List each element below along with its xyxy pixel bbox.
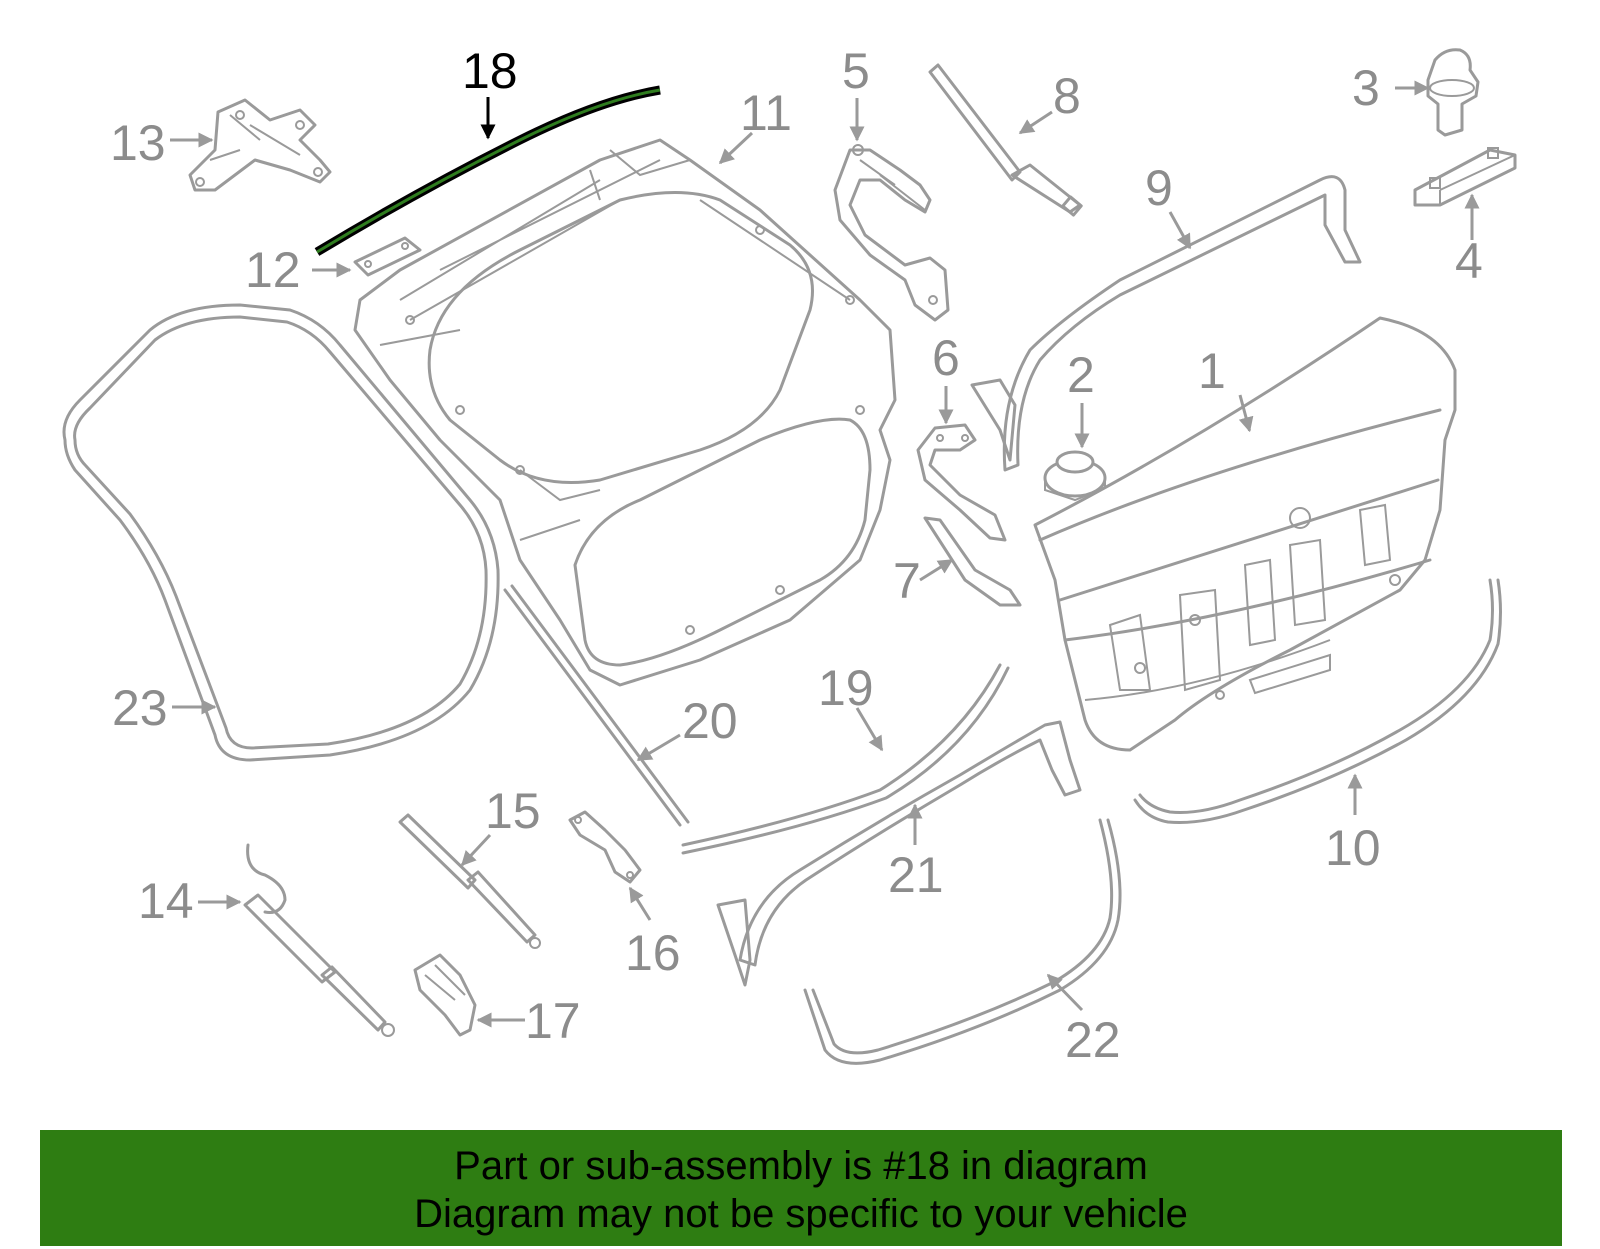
label-17: 17: [525, 993, 581, 1049]
part-8-strut[interactable]: [928, 63, 1083, 217]
part-17-cover[interactable]: [413, 953, 477, 1037]
label-10: 10: [1325, 820, 1381, 876]
label-9: 9: [1145, 160, 1173, 216]
banner-line-part: Part or sub-assembly is #18 in diagram: [454, 1144, 1148, 1188]
part-5-hinge-arm[interactable]: [833, 144, 950, 322]
part-20-side-strip[interactable]: [503, 584, 690, 827]
label-4: 4: [1455, 233, 1483, 289]
label-21: 21: [888, 847, 944, 903]
part-15-strut[interactable]: [398, 813, 541, 949]
part-3-clip[interactable]: [1426, 48, 1480, 137]
label-7: 7: [893, 553, 921, 609]
label-14: 14: [138, 873, 194, 929]
label-2: 2: [1067, 347, 1095, 403]
callout-labels: 1 2 3 4 5 6 7 8 9 10 11 12 13 14 15 16 1…: [110, 43, 1483, 1068]
part-13-hinge[interactable]: [188, 98, 332, 192]
part-9-side-seal[interactable]: [970, 175, 1362, 472]
label-19: 19: [818, 660, 874, 716]
part-16-bracket[interactable]: [568, 810, 642, 884]
part-10-lower-seal[interactable]: [1133, 578, 1502, 824]
part-19-trim-strip[interactable]: [681, 663, 1010, 855]
info-banner: Part or sub-assembly is #18 in diagram D…: [40, 1130, 1562, 1246]
part-1-liftgate-panel[interactable]: [1033, 316, 1457, 752]
part-6-bracket[interactable]: [916, 423, 1007, 542]
label-16: 16: [625, 925, 681, 981]
banner-line-disclaimer: Diagram may not be specific to your vehi…: [414, 1192, 1188, 1236]
part-11-liftgate-frame[interactable]: [353, 138, 897, 687]
leader-lines: [170, 80, 1480, 1028]
label-8: 8: [1053, 68, 1081, 124]
label-1: 1: [1198, 343, 1226, 399]
part-18-upper-seal-highlighted[interactable]: [314, 85, 661, 256]
label-20: 20: [682, 693, 738, 749]
part-12-plate[interactable]: [353, 236, 422, 277]
label-22: 22: [1065, 1012, 1121, 1068]
part-23-rear-glass[interactable]: [62, 303, 500, 762]
part-7-trim[interactable]: [923, 516, 1022, 607]
part-14-power-strut[interactable]: [243, 843, 395, 1037]
part-2-motor[interactable]: [1043, 450, 1107, 502]
label-6: 6: [932, 330, 960, 386]
part-4-bracket[interactable]: [1413, 147, 1517, 207]
parts-diagram: 1 2 3 4 5 6 7 8 9 10 11 12 13 14 15 16 1…: [62, 43, 1517, 1068]
label-23: 23: [112, 680, 168, 736]
label-18-highlighted: 18: [462, 43, 518, 99]
label-15: 15: [485, 783, 541, 839]
label-5: 5: [842, 43, 870, 99]
label-13: 13: [110, 115, 166, 171]
part-21-frame-seal[interactable]: [716, 720, 1082, 987]
label-12: 12: [245, 242, 301, 298]
label-11: 11: [740, 85, 792, 141]
label-3: 3: [1352, 60, 1380, 116]
